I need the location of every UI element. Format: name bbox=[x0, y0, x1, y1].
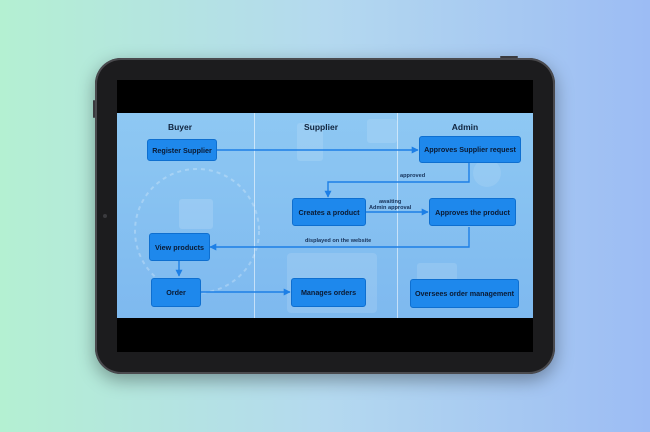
column-title-admin: Admin bbox=[451, 122, 479, 132]
edge-label-awaiting-line1: awaiting bbox=[378, 199, 402, 205]
power-button bbox=[500, 56, 518, 58]
node-creates-product[interactable]: Creates a product bbox=[292, 198, 366, 226]
flow-diagram: Buyer Supplier Admin Register Supplier A… bbox=[117, 113, 533, 318]
column-divider-2 bbox=[397, 113, 398, 318]
node-order[interactable]: Order bbox=[151, 278, 201, 307]
node-approves-supplier-request[interactable]: Approves Supplier request bbox=[419, 136, 521, 163]
front-camera bbox=[103, 214, 107, 218]
edge-label-approved: approved bbox=[400, 173, 426, 179]
column-divider-1 bbox=[254, 113, 255, 318]
flow-arrows bbox=[175, 146, 470, 296]
node-approves-product[interactable]: Approves the product bbox=[429, 198, 516, 226]
column-title-buyer: Buyer bbox=[167, 122, 193, 132]
edge-label-awaiting-line2: Admin approval bbox=[369, 205, 412, 212]
node-view-products[interactable]: View products bbox=[149, 233, 210, 261]
node-register-supplier[interactable]: Register Supplier bbox=[147, 139, 217, 161]
node-manages-orders[interactable]: Manages orders bbox=[291, 278, 366, 307]
edge-label-displayed: displayed on the website bbox=[305, 238, 372, 244]
edge-label-awaiting: awaiting Admin approval bbox=[369, 199, 411, 211]
node-oversees-order-management[interactable]: Oversees order management bbox=[410, 279, 519, 308]
volume-button bbox=[93, 100, 95, 118]
column-title-supplier: Supplier bbox=[303, 122, 339, 132]
